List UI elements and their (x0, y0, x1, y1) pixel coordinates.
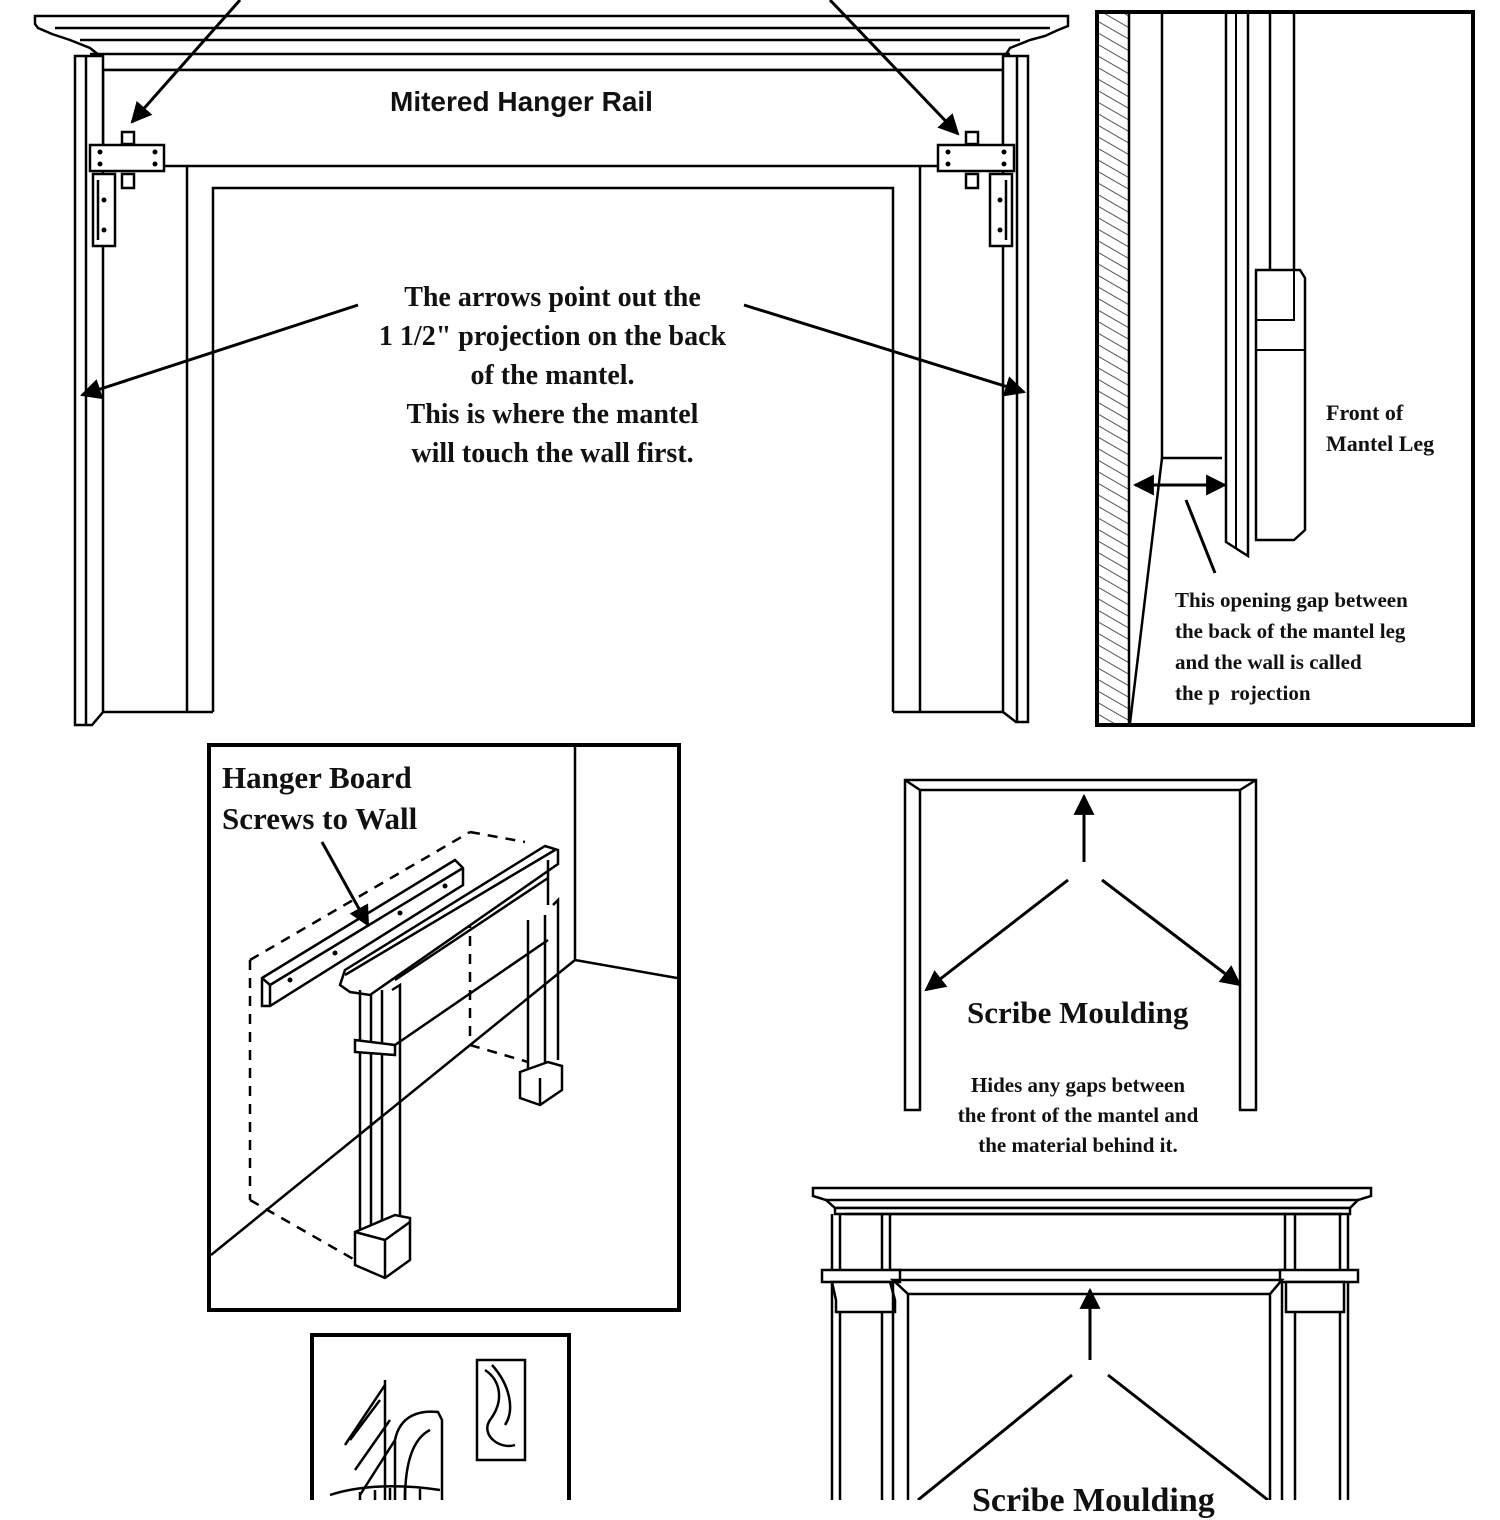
hanger-board-screws (287, 883, 448, 983)
front-of-mantel-leg-label: Front of Mantel Leg (1326, 397, 1434, 459)
scribe-moulding-caption: Hides any gaps between the front of the … (928, 1070, 1228, 1160)
mitered-hanger-rail-label: Mitered Hanger Rail (390, 86, 653, 117)
caption-line-5: will touch the wall first. (411, 438, 694, 469)
wall-detail-box (310, 1333, 571, 1500)
hanger-board-line-2: Screws to Wall (222, 801, 418, 836)
scribe-moulding-title: Scribe Moulding (967, 995, 1189, 1030)
mantel-scribe-view (811, 1186, 1373, 1500)
front-of-line: Front of (1326, 400, 1404, 425)
hanger-board-title: Hanger Board Screws to Wall (222, 757, 417, 839)
scribe-moulding-partial-label: Scribe Moulding (972, 1482, 1215, 1519)
projection-arrows (80, 303, 1027, 400)
scribe-moulding-frame (903, 778, 1258, 1112)
caption-line-2: 1 1/2" projection on the back (378, 321, 727, 352)
scribe-line-1: Hides any gaps between (970, 1073, 1186, 1097)
hanger-board-line-1: Hanger Board (222, 760, 412, 795)
scribe-line-2: the front of the mantel and (957, 1103, 1199, 1127)
gap-line-4: the p rojection (1175, 681, 1311, 705)
scribe-line-3: the material behind it. (978, 1133, 1178, 1157)
gap-line-1: This opening gap between (1175, 588, 1408, 612)
bracket-arrows (130, 0, 960, 136)
side-section-box (1095, 10, 1475, 727)
caption-line-4: This is where the mantel (406, 399, 699, 430)
caption-line-3: of the mantel. (470, 360, 635, 391)
opening-gap-caption: This opening gap between the back of the… (1175, 585, 1408, 709)
gap-line-2: the back of the mantel leg (1175, 619, 1406, 643)
mantel-leg-line: Mantel Leg (1326, 431, 1435, 456)
bracket-screws (97, 149, 1007, 233)
projection-arrow-caption: The arrows point out the 1 1/2" projecti… (330, 278, 775, 473)
caption-line-1: The arrows point out the (404, 282, 701, 313)
hanger-board-box (207, 743, 681, 1312)
gap-line-3: and the wall is called (1175, 650, 1362, 674)
